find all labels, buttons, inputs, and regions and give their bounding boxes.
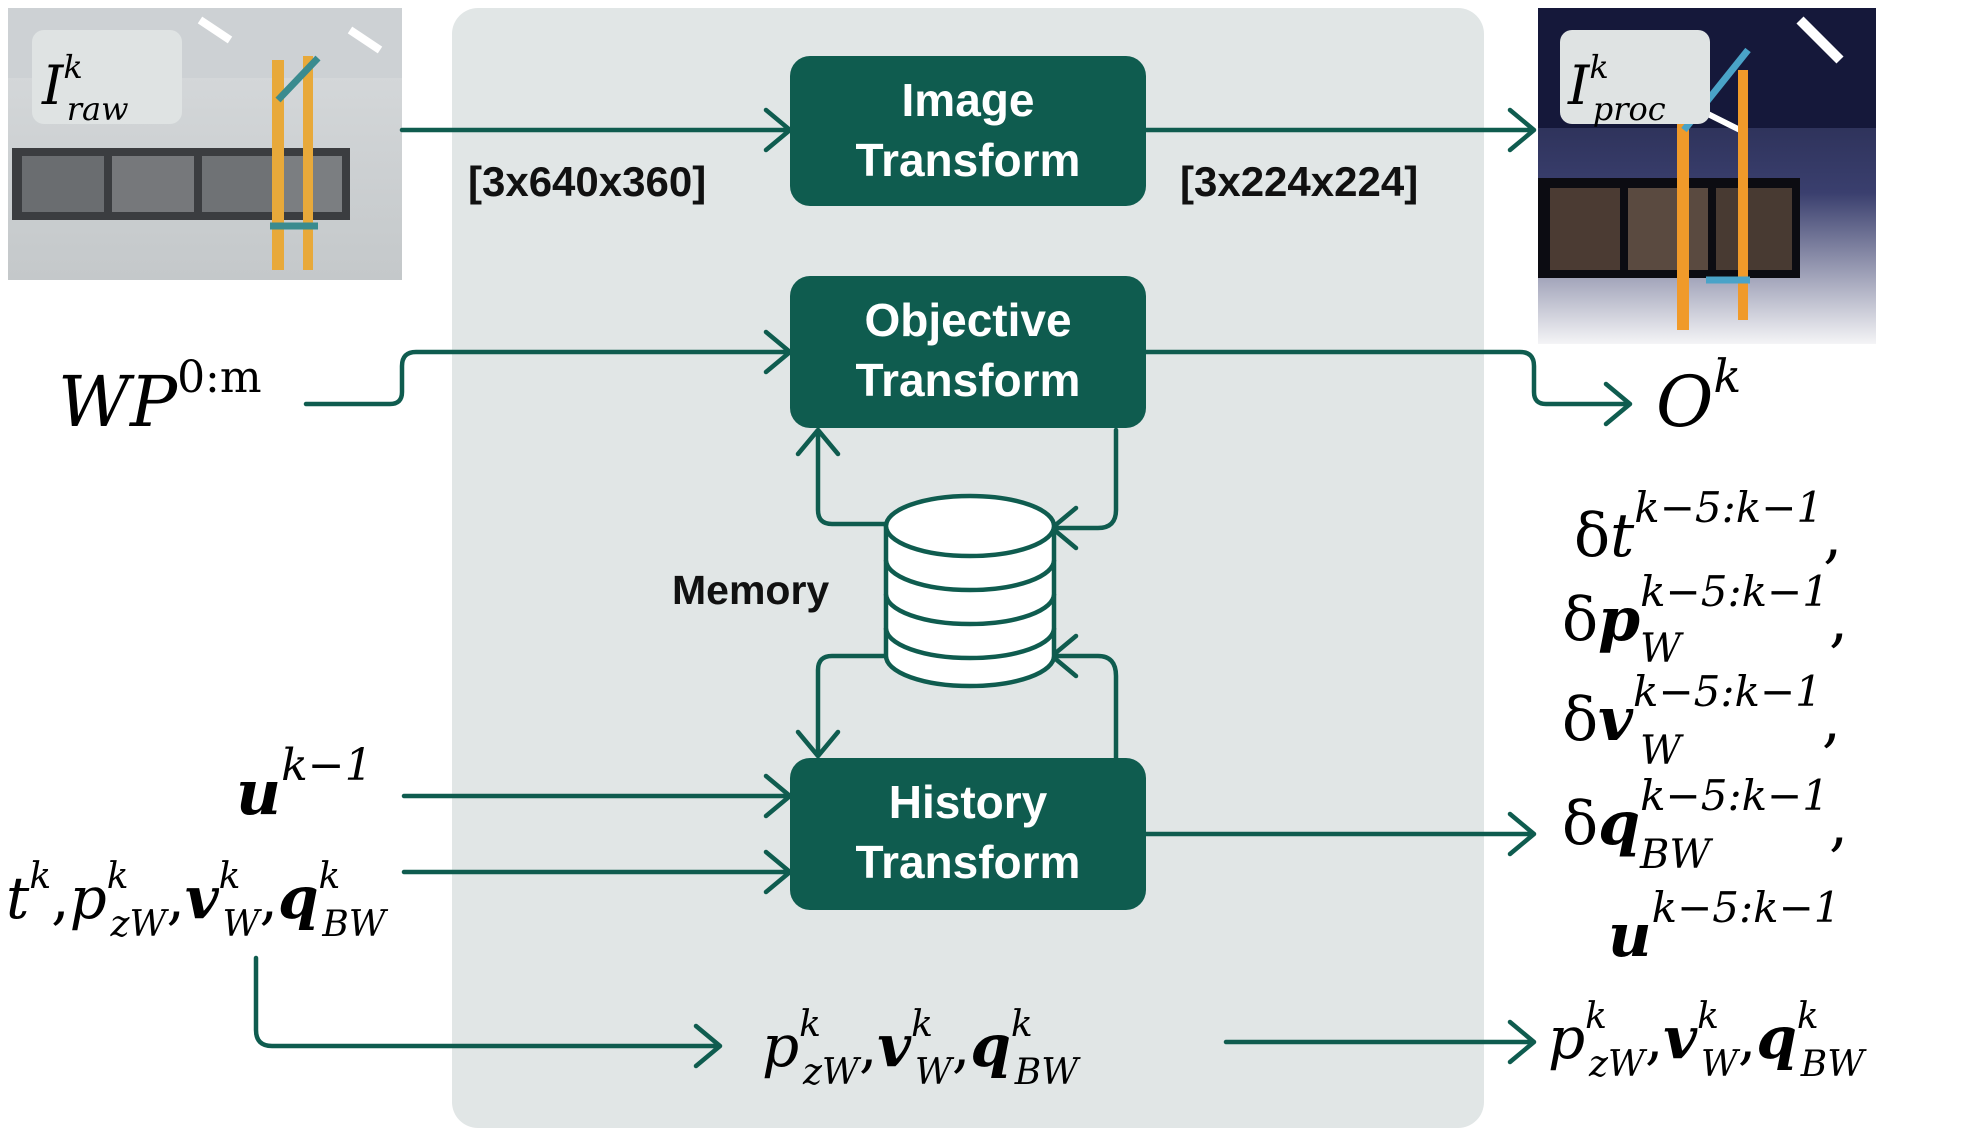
input-dims-label: [3x640x360] (468, 158, 706, 205)
image-transform-line2: Transform (856, 134, 1081, 186)
raw-label-base: I (41, 54, 65, 117)
memory-database-icon (883, 493, 1057, 689)
objective-transform-line1: Objective (864, 294, 1071, 346)
arrow-state-to-passthrough (253, 955, 723, 1069)
history-transform-line2: Transform (856, 836, 1081, 888)
history-output-list: δtk−5:k−1, δpk−5:k−1, W δvk−5:k−1, W δqk… (1562, 483, 1848, 971)
raw-image-label: Ik raw (32, 30, 182, 128)
history-output-dv-sub: W (1640, 728, 1684, 774)
memory-label: Memory (672, 567, 829, 613)
history-transform-line1: History (889, 776, 1048, 828)
proc-label-sup: k (1589, 48, 1608, 86)
arrow-memory-to-objective (795, 427, 889, 527)
objective-transform-block: Objective Transform (790, 276, 1146, 428)
history-output-dv: δvk−5:k−1, (1562, 667, 1841, 755)
history-output-dq-sub: BW (1639, 832, 1713, 878)
raw-label-sub: raw (67, 90, 129, 128)
history-transform-block: History Transform (790, 758, 1146, 910)
arrow-objective-to-output (1143, 349, 1633, 427)
history-output-dp: δpk−5:k−1, (1562, 567, 1848, 655)
proc-label-sub: proc (1593, 90, 1666, 128)
proc-label-base: I (1567, 54, 1591, 117)
arrow-image-transform-to-proc (1143, 107, 1537, 153)
processed-image-label: Ik proc (1560, 30, 1710, 128)
u-prev-symbol: uk−1 (236, 740, 373, 829)
history-output-dt: δtk−5:k−1, (1574, 483, 1842, 571)
waypoints-symbol: WP0:m (58, 352, 262, 443)
arrow-memory-to-history (795, 653, 889, 759)
history-output-dq: δqk−5:k−1, (1562, 771, 1848, 859)
raw-label-sup: k (63, 48, 82, 86)
arrow-passthrough-to-output (1223, 1019, 1537, 1065)
image-transform-block: Image Transform (790, 56, 1146, 206)
image-transform-line1: Image (902, 74, 1035, 126)
history-output-dp-sub: W (1640, 626, 1684, 672)
objective-transform-line2: Transform (856, 354, 1081, 406)
history-output-u: uk−5:k−1 (1608, 883, 1841, 971)
objective-output-symbol: Ok (1656, 349, 1741, 443)
output-dims-label: [3x224x224] (1180, 158, 1418, 205)
arrow-history-to-outputs (1143, 811, 1537, 857)
